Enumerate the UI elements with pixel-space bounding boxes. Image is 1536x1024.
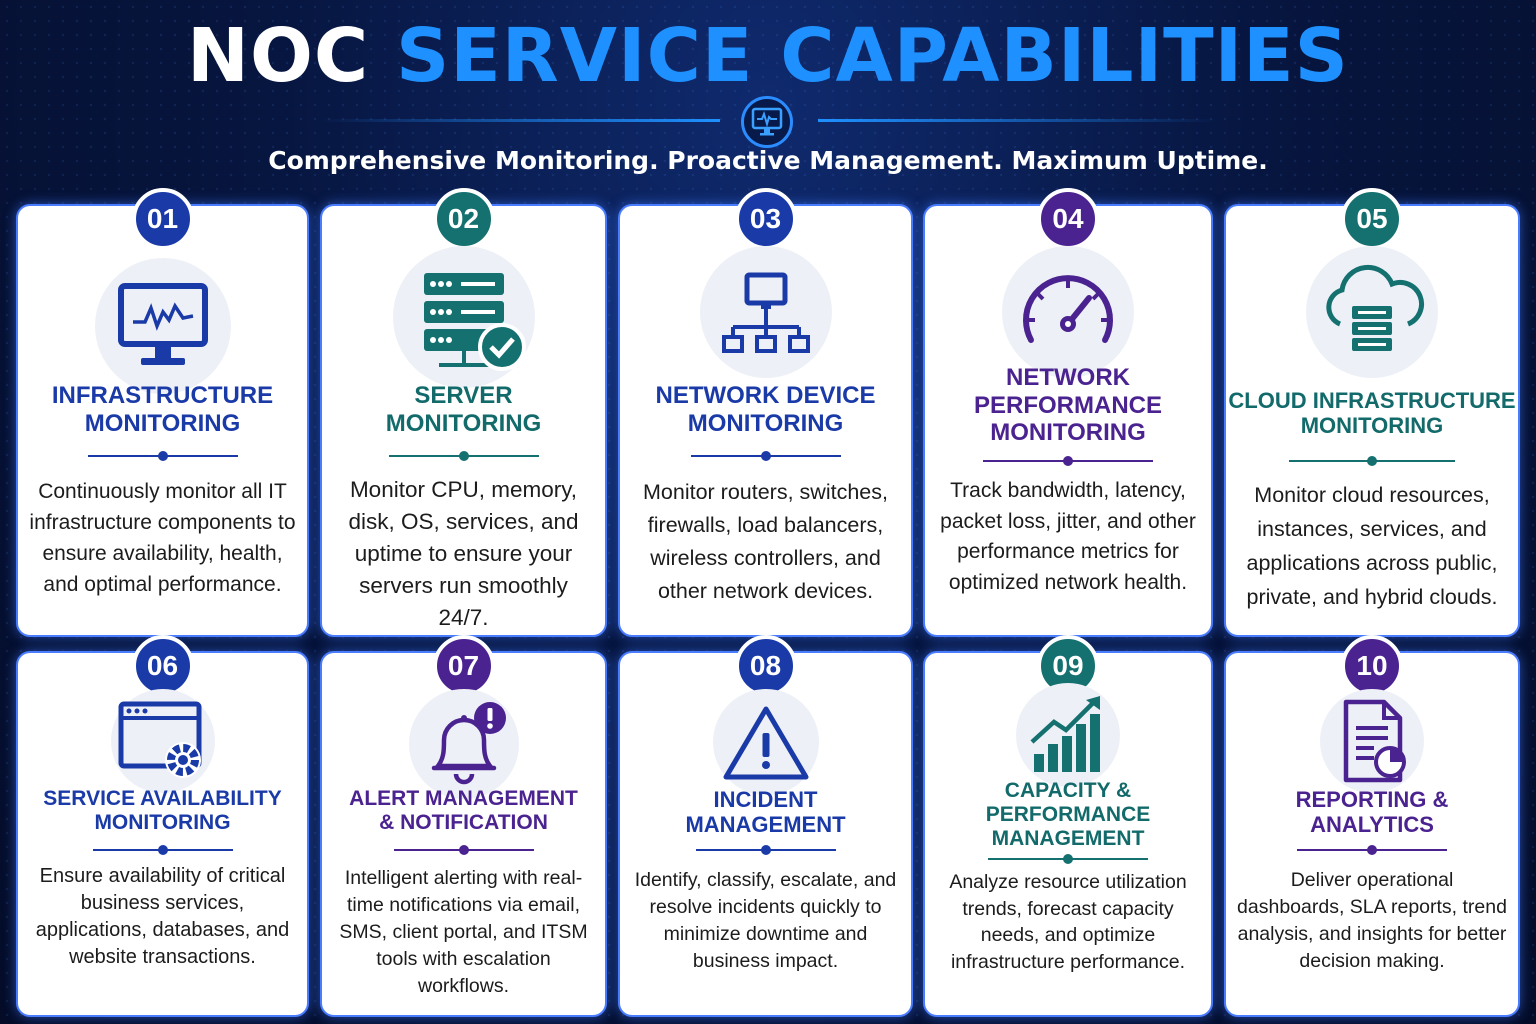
card-number: 04 [1037,188,1099,250]
card-description: Deliver operational dashboards, SLA repo… [1237,869,1507,972]
card-title-line: MONITORING [687,409,844,437]
card-divider [1297,845,1447,855]
card-title-line: CAPACITY & [1004,779,1132,802]
card-title: ALERT MANAGEMENT & NOTIFICATION [322,787,605,835]
card-title: SERVICE AVAILABILITY MONITORING [18,787,307,835]
monitor-chart-icon [94,258,231,394]
card-description: Monitor routers, switches, firewalls, lo… [643,480,888,603]
browser-gear-icon [110,689,215,793]
card-title-line: MONITORING [1300,413,1444,439]
card-title-line: MONITORING [385,409,542,437]
network-topology-icon [699,246,832,378]
card-title: SERVER MONITORING [322,382,605,437]
card-divider [690,451,841,461]
page-title: NOC SERVICE CAPABILITIES [0,10,1536,102]
cloud-server-icon [1306,246,1438,378]
card-number: 06 [131,635,194,697]
card-title: INCIDENT MANAGEMENT [620,787,911,838]
card-description: Track bandwidth, latency, packet loss, j… [940,479,1196,594]
card-title: NETWORK PERFORMANCE MONITORING [925,364,1211,447]
server-check-icon [392,246,535,388]
capability-card-09: 09 CAPACITY & PERFORMANCE MANAGEMENT Ana… [923,635,1213,1017]
card-divider [988,854,1148,864]
card-title-line: SERVER [414,382,513,409]
title-service-capabilities: SERVICE CAPABILITIES [395,13,1349,99]
card-divider [92,845,233,855]
bell-alert-icon [408,689,519,799]
title-noc: NOC [187,13,370,99]
card-divider [393,845,534,855]
card-title-line: CLOUD INFRASTRUCTURE [1228,388,1516,413]
card-divider [983,456,1153,466]
card-title-line: ALERT MANAGEMENT [349,787,578,810]
card-description: Analyze resource utilization trends, for… [949,871,1187,973]
card-title-line: ANALYTICS [1310,812,1434,838]
capability-card-02: 02 SERVER MONITORING Monitor CPU, memory… [320,188,607,637]
divider-line-right [818,119,1218,122]
card-title-line: MONITORING [94,811,231,835]
title-divider [0,96,1536,148]
card-description: Ensure availability of critical business… [35,865,290,968]
card-title: CAPACITY & PERFORMANCE MANAGEMENT [925,779,1211,851]
capability-card-10: 10 REPORTING & ANALYTICS Deliver operati… [1224,635,1520,1017]
capability-card-03: 03 NETWORK DEVICE MONITORING Monitor rou… [618,188,913,637]
capability-card-06: 06 SERVICE AVAILABILITY MONITORING Ensur… [16,635,309,1017]
card-number: 10 [1341,635,1403,697]
card-title-line: MONITORING [84,409,241,437]
card-title-line: REPORTING & [1295,787,1449,812]
card-number: 08 [734,635,797,697]
monitor-heartbeat-icon [741,96,793,148]
card-number: 02 [432,188,495,250]
card-title: NETWORK DEVICE MONITORING [620,382,911,437]
card-title: REPORTING & ANALYTICS [1226,787,1518,838]
card-title: CLOUD INFRASTRUCTURE MONITORING [1226,388,1518,439]
card-title-line: MANAGEMENT [991,827,1145,851]
capability-card-08: 08 INCIDENT MANAGEMENT Identify, classif… [618,635,913,1017]
page-subtitle: Comprehensive Monitoring. Proactive Mana… [268,146,1268,175]
card-title-line: MONITORING [990,419,1146,447]
warning-triangle-icon [712,689,819,795]
card-description: Continuously monitor all IT infrastructu… [29,480,296,596]
card-divider [87,451,238,461]
card-number: 03 [734,188,797,250]
card-number: 01 [131,188,194,250]
growth-chart-icon [1016,683,1120,787]
card-title-line: INFRASTRUCTURE [51,382,274,409]
card-title: INFRASTRUCTURE MONITORING [18,382,307,437]
card-title-line: MANAGEMENT [685,812,846,838]
card-description: Intelligent alerting with real-time noti… [339,867,588,997]
card-divider [695,845,836,855]
capability-card-05: 05 CLOUD INFRASTRUCTURE MONITORING Monit… [1224,188,1520,637]
card-title-line: NETWORK DEVICE [655,382,876,409]
capability-card-01: 01 INFRASTRUCTURE MONITORING Continuousl… [16,188,309,637]
card-title-line: PERFORMANCE [985,803,1151,827]
card-title-line: NETWORK [1006,364,1130,391]
card-description: Monitor cloud resources, instances, serv… [1246,483,1498,609]
card-number: 05 [1341,188,1403,250]
report-document-icon [1320,689,1424,793]
card-description: Identify, classify, escalate, and resolv… [634,869,897,972]
card-title-line: INCIDENT [713,787,818,812]
card-divider [388,451,539,461]
card-title-line: PERFORMANCE [973,391,1162,419]
gauge-icon [1002,246,1134,378]
card-number: 07 [432,635,495,697]
card-divider [1289,456,1455,466]
capability-card-04: 04 NETWORK PERFORMANCE MONITORING Track … [923,188,1213,637]
card-title-line: & NOTIFICATION [379,811,548,835]
card-description: Monitor CPU, memory, disk, OS, services,… [348,477,579,630]
divider-line-left [320,119,720,122]
capability-card-07: 07 ALERT MANAGEMENT & NOTIFICATION Intel… [320,635,607,1017]
card-title-line: SERVICE AVAILABILITY [43,787,282,810]
